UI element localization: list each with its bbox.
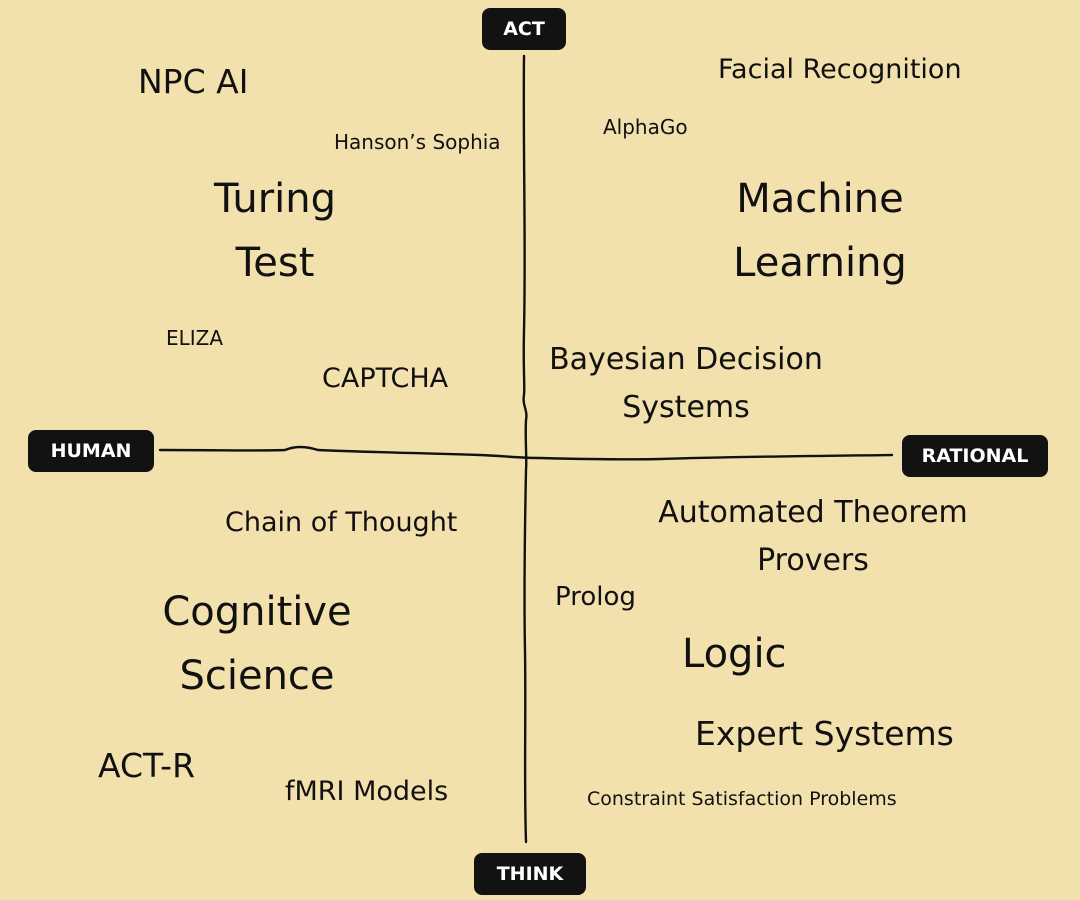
axis-label-think: THINK <box>474 853 586 895</box>
term-turing-test-line-1: Turing <box>213 176 336 222</box>
term-eliza: ELIZA <box>166 326 224 350</box>
axis-label-human: HUMAN <box>28 430 154 472</box>
term-npc-ai: NPC AI <box>138 62 249 101</box>
term-machine-learning-line-1: Machine <box>736 176 904 222</box>
term-bayesian-line-2: Systems <box>622 390 750 425</box>
term-bayesian-line-1: Bayesian Decision <box>549 342 823 377</box>
term-automated-theorem-line-2: Provers <box>757 543 869 578</box>
term-expert-systems: Expert Systems <box>695 714 954 753</box>
term-bayesian-decision-systems: Bayesian Decision Systems <box>540 336 832 432</box>
term-logic: Logic <box>682 631 787 677</box>
term-hansons-sophia: Hanson’s Sophia <box>334 130 501 154</box>
term-turing-test-line-2: Test <box>235 240 315 286</box>
term-cognitive-science-line-2: Science <box>179 653 335 699</box>
term-machine-learning: Machine Learning <box>712 167 928 295</box>
term-automated-theorem-line-1: Automated Theorem <box>658 495 968 530</box>
term-prolog: Prolog <box>555 582 636 612</box>
axis-label-rational: RATIONAL <box>902 435 1048 477</box>
axis-label-act: ACT <box>482 8 566 50</box>
term-automated-theorem-provers: Automated Theorem Provers <box>648 489 978 585</box>
term-turing-test: Turing Test <box>200 167 350 295</box>
vertical-axis-line <box>522 54 528 844</box>
term-captcha: CAPTCHA <box>322 363 449 394</box>
term-machine-learning-line-2: Learning <box>733 240 907 286</box>
term-constraint-satisfaction-problems: Constraint Satisfaction Problems <box>587 788 897 810</box>
horizontal-axis-line <box>158 445 894 461</box>
term-facial-recognition: Facial Recognition <box>718 54 962 85</box>
term-cognitive-science-line-1: Cognitive <box>162 589 352 635</box>
term-act-r: ACT-R <box>98 746 196 785</box>
term-cognitive-science: Cognitive Science <box>150 580 364 708</box>
term-chain-of-thought: Chain of Thought <box>225 507 458 538</box>
term-fmri-models: fMRI Models <box>285 776 449 807</box>
term-alphago: AlphaGo <box>603 115 688 139</box>
